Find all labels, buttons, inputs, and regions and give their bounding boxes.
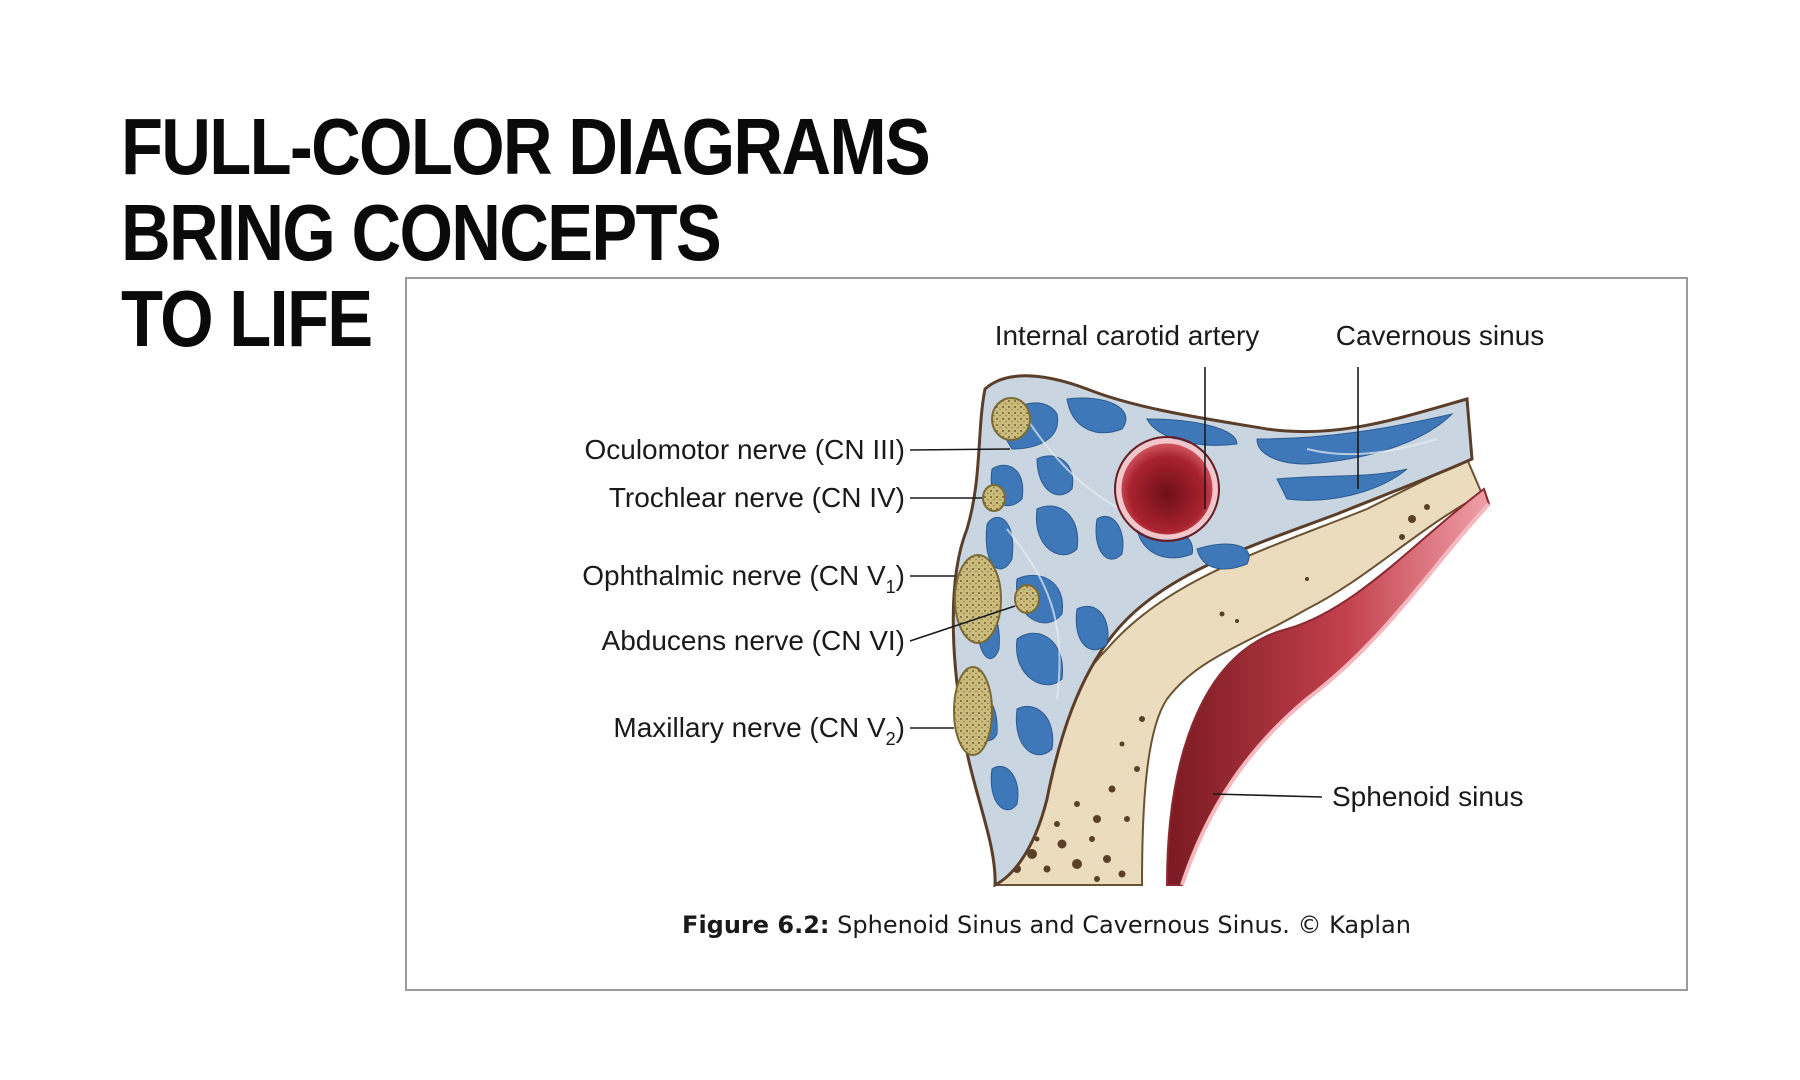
label-internal-carotid-artery: Internal carotid artery bbox=[995, 320, 1260, 351]
label-sphenoid-sinus: Sphenoid sinus bbox=[1332, 781, 1523, 812]
label-oculomotor-nerve: Oculomotor nerve (CN III) bbox=[584, 434, 905, 465]
anatomy-diagram: Internal carotid artery Cavernous sinus … bbox=[582, 320, 1545, 888]
caption-figure-number: Figure 6.2: bbox=[682, 911, 830, 939]
label-cavernous-sinus: Cavernous sinus bbox=[1336, 320, 1545, 351]
label-trochlear-nerve: Trochlear nerve (CN IV) bbox=[609, 482, 905, 513]
ophthalmic-nerve-shape bbox=[954, 554, 1002, 644]
abducens-nerve-shape bbox=[1014, 584, 1040, 614]
headline-line-2: BRING CONCEPTS bbox=[121, 188, 722, 277]
cavernous-sinus-region bbox=[951, 374, 1474, 888]
leader-lines bbox=[909, 367, 1359, 798]
headline: FULL-COLOR DIAGRAMS BRING CONCEPTS TO LI… bbox=[121, 102, 931, 363]
headline-line-1: FULL-COLOR DIAGRAMS bbox=[121, 102, 931, 191]
label-ophthalmic-nerve: Ophthalmic nerve (CN V1) bbox=[582, 560, 905, 597]
oculomotor-nerve-shape bbox=[991, 397, 1031, 441]
figure-caption: Figure 6.2: Sphenoid Sinus and Cavernous… bbox=[407, 911, 1686, 939]
caption-text: Sphenoid Sinus and Cavernous Sinus. © Ka… bbox=[829, 911, 1411, 939]
label-abducens-nerve: Abducens nerve (CN VI) bbox=[602, 625, 905, 656]
label-maxillary-nerve: Maxillary nerve (CN V2) bbox=[613, 712, 905, 749]
internal-carotid-artery-shape bbox=[1116, 438, 1218, 540]
maxillary-nerve-shape bbox=[953, 666, 993, 756]
sinus-mucosa-edge bbox=[1180, 502, 1491, 886]
figure-panel: Internal carotid artery Cavernous sinus … bbox=[405, 277, 1688, 991]
headline-line-3: TO LIFE bbox=[121, 274, 373, 363]
trochlear-nerve-shape bbox=[982, 484, 1006, 512]
